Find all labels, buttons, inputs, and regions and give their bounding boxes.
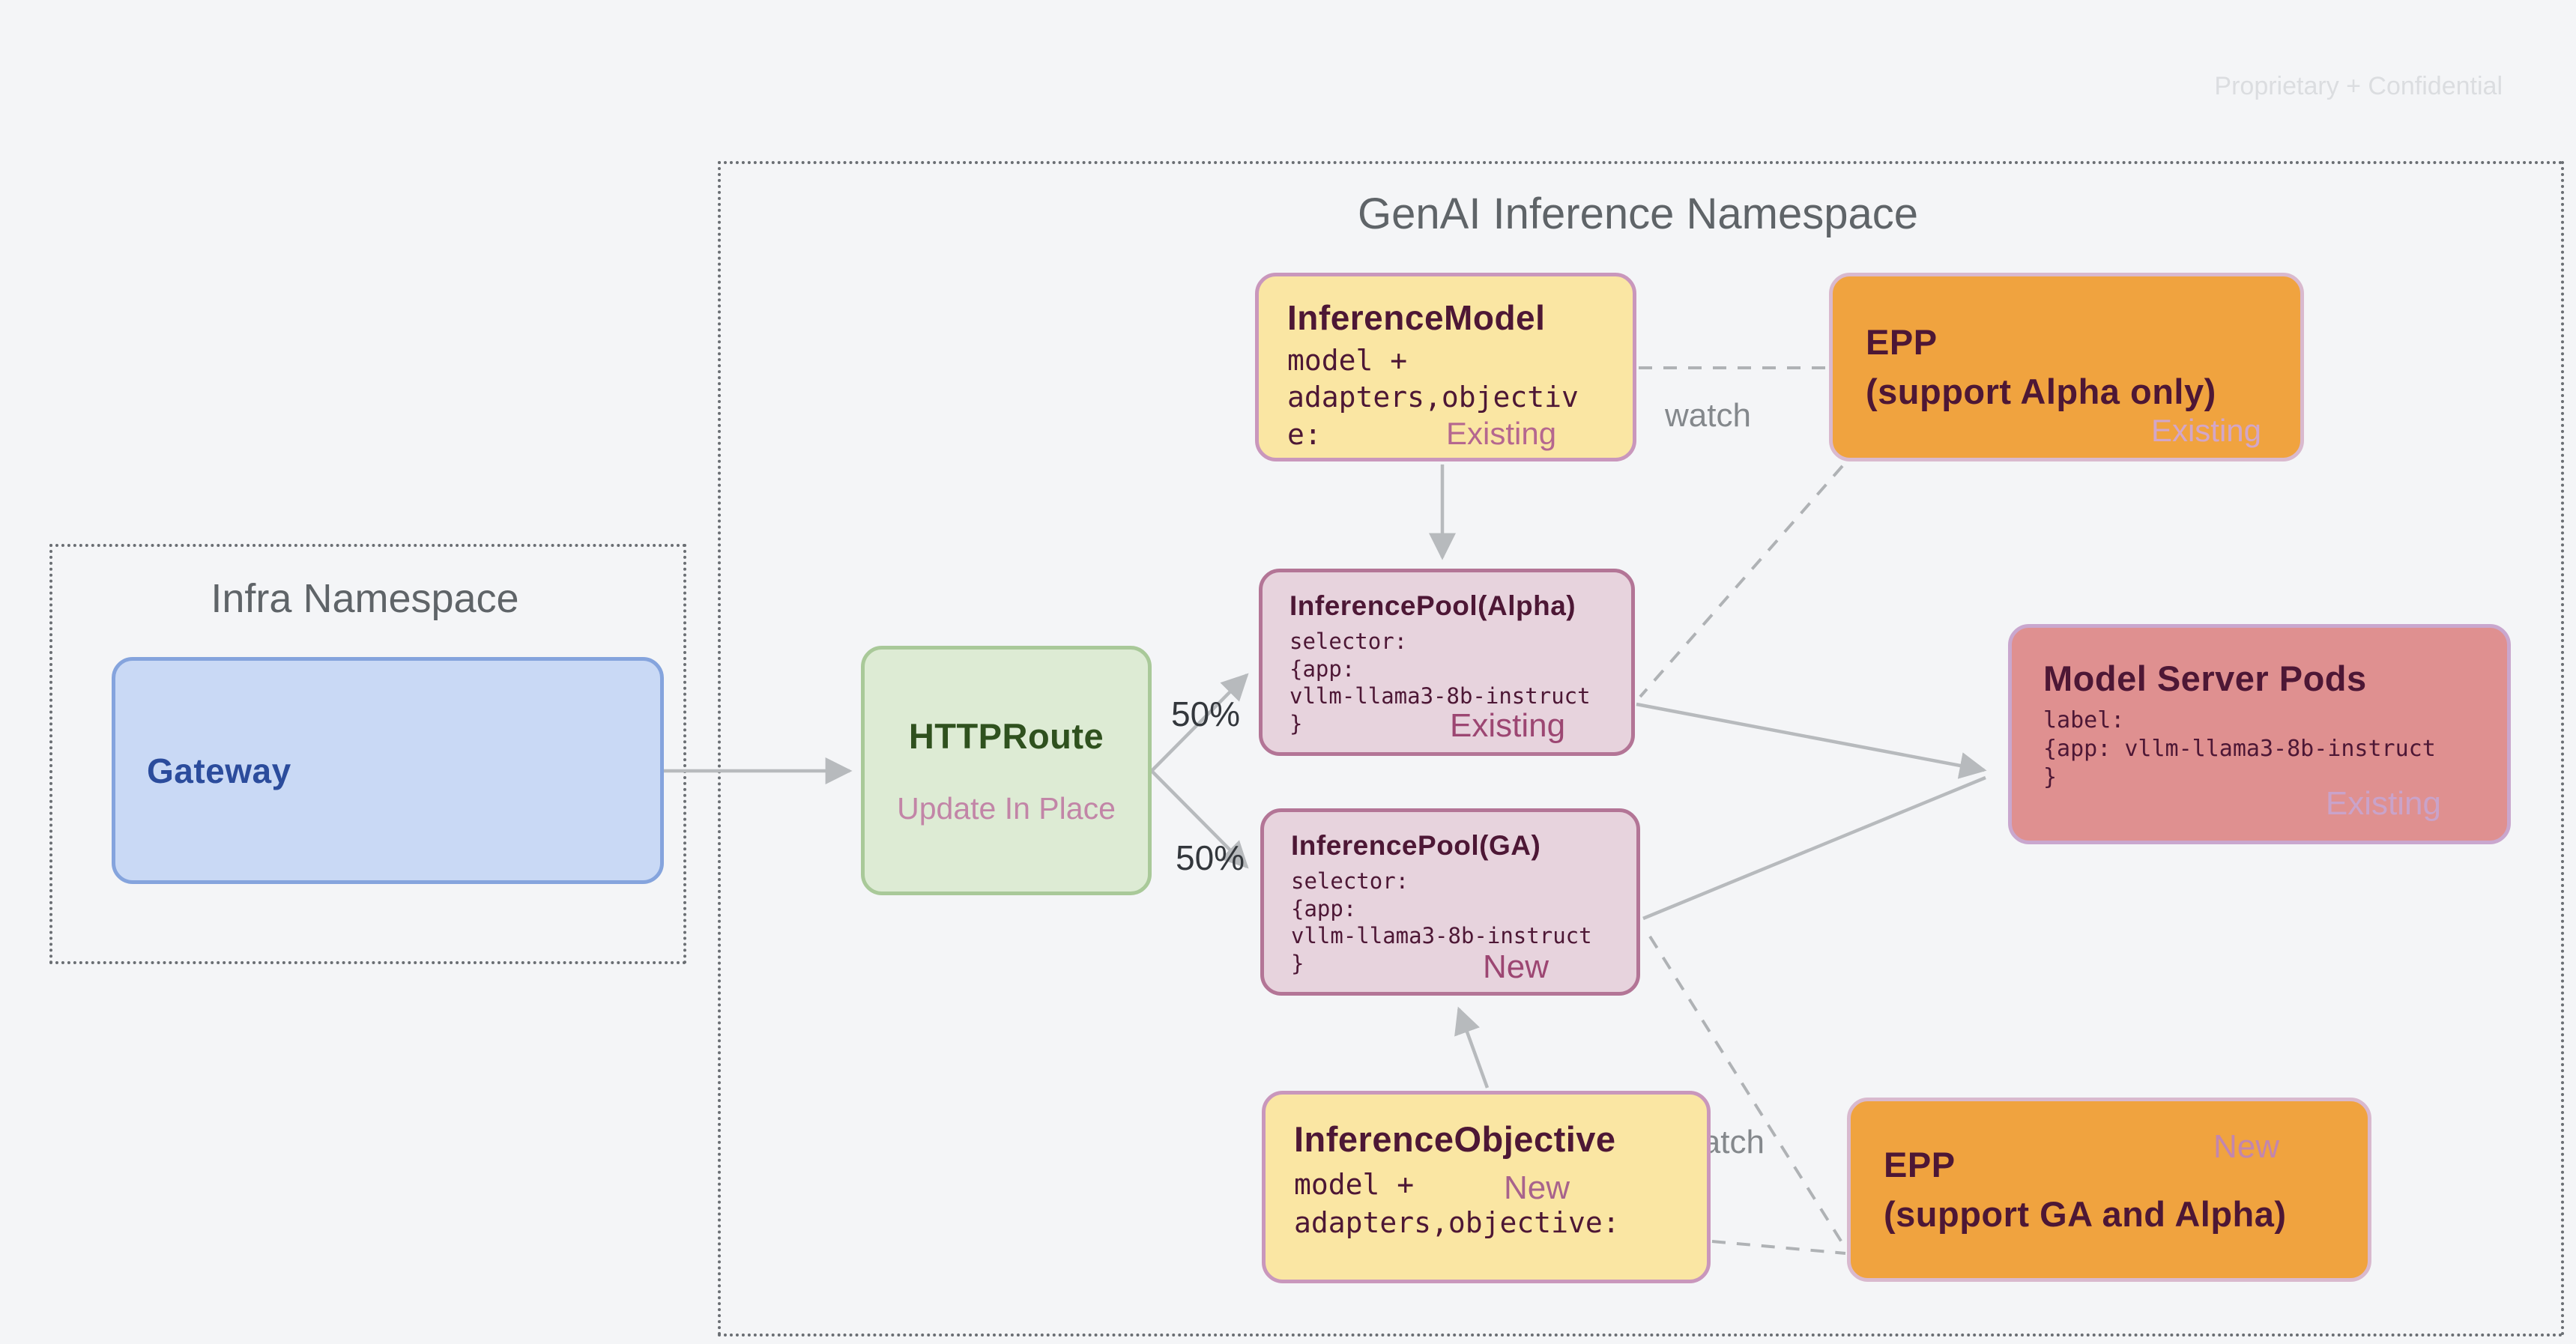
httproute-node: HTTPRoute Update In Place — [861, 646, 1152, 895]
inference-objective-label: InferenceObjective — [1294, 1119, 1616, 1159]
inference-pool-alpha-code: selector: {app: vllm-llama3-8b-instruct … — [1289, 629, 1591, 736]
epp-alpha-label: EPP (support Alpha only) — [1866, 322, 2216, 411]
confidential-watermark: Proprietary + Confidential — [2214, 72, 2503, 100]
inference-objective-code: model + adapters,objective: — [1294, 1168, 1620, 1240]
model-server-pods-label: Model Server Pods — [2043, 659, 2367, 698]
inference-pool-ga-label: InferencePool(GA) — [1291, 830, 1541, 861]
model-server-pods-code: label: {app: vllm-llama3-8b-instruct } — [2043, 707, 2436, 790]
split-bottom-label: 50% — [1176, 838, 1245, 877]
epp-alpha-node: EPP (support Alpha only) Existing — [1829, 273, 2304, 461]
epp-alpha-status: Existing — [2150, 413, 2261, 448]
infra-namespace-box — [49, 544, 686, 964]
genai-namespace-title: GenAI Inference Namespace — [1358, 190, 1918, 238]
epp-ga-label: EPP (support GA and Alpha) — [1884, 1145, 2287, 1234]
httproute-label: HTTPRoute — [908, 715, 1104, 756]
epp-ga-node: EPP (support GA and Alpha) New — [1847, 1098, 2371, 1282]
inference-objective-status: New — [1504, 1169, 1570, 1206]
inference-pool-alpha-node: InferencePool(Alpha) selector: {app: vll… — [1259, 569, 1635, 756]
model-server-pods-node: Model Server Pods label: {app: vllm-llam… — [2008, 624, 2511, 844]
inference-model-node: InferenceModel model + adapters,objectiv… — [1255, 273, 1636, 461]
inference-pool-ga-status: New — [1483, 948, 1549, 985]
inference-objective-node: InferenceObjective model + adapters,obje… — [1262, 1091, 1711, 1283]
infra-namespace-title: Infra Namespace — [211, 576, 519, 621]
inference-model-status: Existing — [1446, 416, 1557, 451]
genai-namespace-box — [718, 161, 2564, 1337]
gateway-label: Gateway — [147, 751, 291, 790]
inference-model-code: model + adapters,objective: — [1287, 344, 1579, 451]
split-top-label: 50% — [1171, 694, 1241, 733]
httproute-note: Update In Place — [897, 790, 1116, 826]
epp-ga-status: New — [2213, 1128, 2279, 1165]
inference-model-label: InferenceModel — [1287, 298, 1546, 337]
inference-pool-ga-node: InferencePool(GA) selector: {app: vllm-l… — [1260, 808, 1640, 996]
inference-pool-ga-code: selector: {app: vllm-llama3-8b-instruct … — [1291, 868, 1592, 976]
model-server-pods-status: Existing — [2325, 785, 2441, 822]
gateway-node: Gateway — [112, 657, 664, 884]
watch-top-label: watch — [1665, 397, 1751, 434]
inference-pool-alpha-label: InferencePool(Alpha) — [1289, 590, 1576, 621]
inference-pool-alpha-status: Existing — [1450, 707, 1566, 744]
